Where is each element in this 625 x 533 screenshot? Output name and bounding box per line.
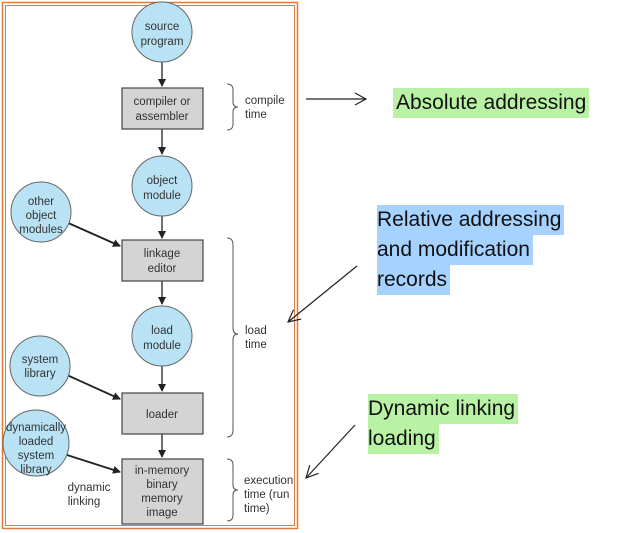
svg-text:image: image bbox=[146, 507, 177, 519]
arrow-relative-to-load bbox=[288, 265, 358, 322]
svg-text:assembler: assembler bbox=[135, 111, 188, 123]
svg-text:binary: binary bbox=[146, 479, 178, 491]
svg-text:load: load bbox=[245, 325, 267, 337]
node-source-program: source program bbox=[131, 1, 193, 63]
figure-frame bbox=[1, 1, 299, 530]
label-load-time: load time bbox=[245, 325, 267, 351]
svg-text:time: time bbox=[245, 109, 267, 121]
svg-text:module: module bbox=[143, 190, 181, 202]
node-dynamically-loaded-library: dynamically loaded system library bbox=[2, 409, 70, 477]
svg-text:compile: compile bbox=[245, 95, 285, 107]
svg-text:time): time) bbox=[244, 503, 270, 515]
svg-text:linkage: linkage bbox=[144, 248, 180, 260]
node-linkage-editor: linkage editor bbox=[121, 239, 204, 282]
callout-relative-addressing: Relative addressing and modification rec… bbox=[374, 205, 567, 295]
edge-dynlibrary-to-image bbox=[66, 454, 121, 474]
callout-dynamic-line: loading bbox=[368, 424, 439, 454]
svg-text:other: other bbox=[28, 196, 54, 208]
svg-text:linking: linking bbox=[68, 496, 101, 508]
label-compile-time: compile time bbox=[245, 95, 285, 121]
node-other-object-modules: other object modules bbox=[10, 181, 72, 243]
svg-text:library: library bbox=[20, 464, 52, 476]
callout-dynamic-linking: Dynamic linking loading bbox=[365, 394, 521, 454]
svg-text:editor: editor bbox=[148, 263, 177, 275]
svg-text:in-memory: in-memory bbox=[135, 465, 190, 477]
arrow-dynamic-to-execution bbox=[306, 424, 356, 478]
svg-text:loaded: loaded bbox=[19, 436, 54, 448]
svg-text:object: object bbox=[26, 210, 57, 222]
bracket-load-time bbox=[226, 237, 239, 438]
svg-text:object: object bbox=[147, 175, 178, 187]
callout-dynamic-line: Dynamic linking bbox=[368, 394, 519, 424]
node-compiler-or-assembler: compiler or assembler bbox=[121, 87, 204, 130]
node-in-memory-binary-image: in-memory binary memory image bbox=[121, 458, 204, 525]
svg-text:load: load bbox=[151, 325, 173, 337]
node-object-module: object module bbox=[131, 155, 193, 217]
callout-absolute-addressing: Absolute addressing bbox=[393, 88, 590, 118]
svg-text:compiler or: compiler or bbox=[134, 96, 191, 108]
svg-text:dynamic: dynamic bbox=[68, 482, 111, 494]
svg-text:library: library bbox=[24, 368, 56, 380]
callout-relative-line: and modification bbox=[377, 235, 533, 265]
callout-relative-line: Relative addressing bbox=[377, 205, 565, 235]
svg-text:dynamically: dynamically bbox=[6, 422, 66, 434]
svg-text:time: time bbox=[245, 339, 267, 351]
svg-text:time (run: time (run bbox=[244, 489, 289, 501]
label-execution-time: execution time (run time) bbox=[244, 475, 293, 515]
label-dynamic-linking: dynamic linking bbox=[68, 482, 111, 508]
svg-text:modules: modules bbox=[19, 224, 63, 236]
svg-text:memory: memory bbox=[141, 493, 183, 505]
edge-othermodules-to-linkage bbox=[65, 221, 121, 247]
svg-text:system: system bbox=[22, 354, 58, 366]
node-system-library: system library bbox=[9, 335, 71, 397]
svg-text:loader: loader bbox=[146, 409, 178, 421]
svg-text:system: system bbox=[18, 450, 54, 462]
svg-text:execution: execution bbox=[244, 475, 293, 487]
callout-relative-line: records bbox=[377, 265, 451, 295]
node-loader: loader bbox=[121, 392, 204, 435]
bracket-compile-time bbox=[226, 83, 239, 131]
svg-text:source: source bbox=[145, 21, 180, 33]
svg-text:module: module bbox=[143, 340, 181, 352]
edge-syslibrary-to-loader bbox=[66, 374, 121, 400]
node-load-module: load module bbox=[131, 305, 193, 367]
bracket-execution-time bbox=[226, 458, 239, 522]
svg-text:program: program bbox=[141, 36, 184, 48]
